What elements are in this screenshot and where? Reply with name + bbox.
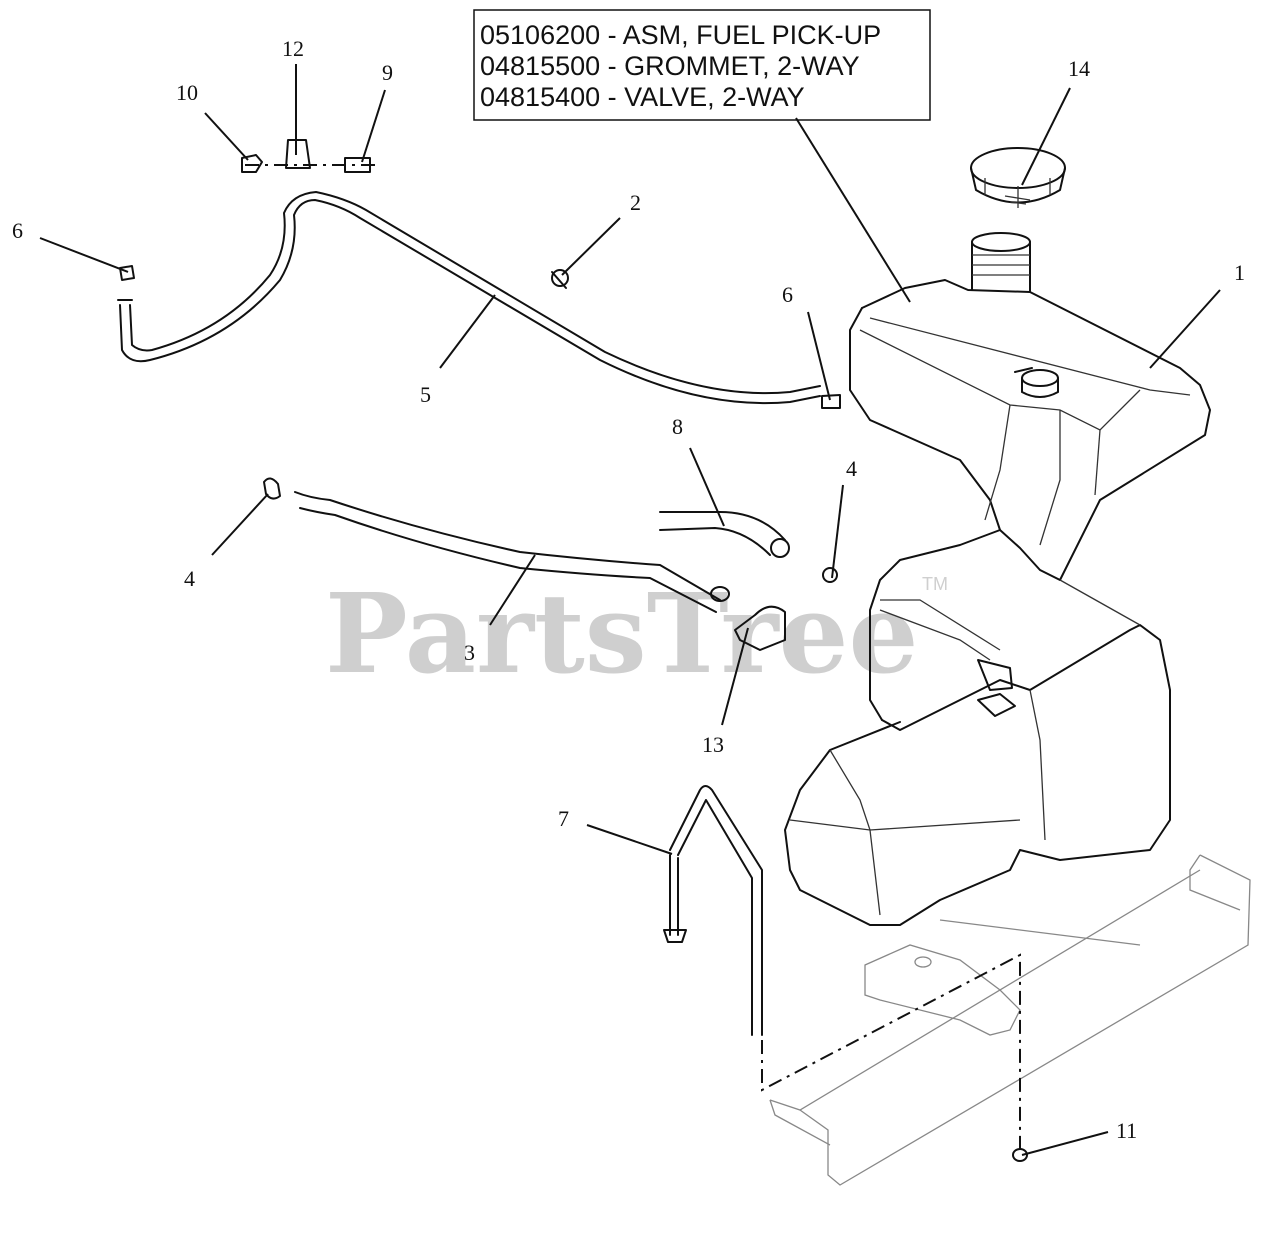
callout-13: 13: [702, 732, 724, 757]
fuel-tank: [784, 232, 1211, 926]
tank-support-bracket: [769, 854, 1251, 1186]
rollover-valve-assembly: [241, 139, 375, 173]
watermark: PartsTree TM: [325, 569, 948, 698]
callout-5: 5: [420, 382, 431, 407]
callout-6-left: 6: [12, 218, 23, 243]
callout-6-right: 6: [782, 282, 793, 307]
watermark-text: PartsTree: [325, 569, 919, 698]
watermark-trademark: TM: [922, 574, 948, 594]
callout-8: 8: [672, 414, 683, 439]
vent-hose: [119, 191, 821, 405]
hose-clamp-left: [263, 477, 281, 500]
callout-4-right: 4: [846, 456, 857, 481]
part-number-legend: 05106200 - ASM, FUEL PICK-UP 04815500 - …: [473, 9, 931, 121]
hose-clamp: [551, 269, 569, 289]
legend-line-grommet: 04815500 - GROMMET, 2-WAY: [480, 51, 860, 81]
hose-retainer: [734, 605, 786, 651]
legend-line-valve: 04815400 - VALVE, 2-WAY: [480, 82, 805, 112]
hose-cap-left: [117, 265, 135, 301]
leader-lines: [39, 64, 1221, 1156]
callout-2: 2: [630, 190, 641, 215]
hose-clamp-right: [822, 567, 838, 583]
callout-1: 1: [1234, 260, 1245, 285]
callout-numbers: 1 2 3 4 4 5 6 6 7 8 9 10 11 12 13 14: [12, 36, 1245, 1143]
fuel-gauge-rod: [663, 785, 763, 1036]
fuel-cap: [970, 147, 1066, 208]
fuel-hose: [294, 491, 730, 613]
callout-7: 7: [558, 806, 569, 831]
callout-12: 12: [282, 36, 304, 61]
callout-9: 9: [382, 60, 393, 85]
callout-10: 10: [176, 80, 198, 105]
short-hose: [659, 511, 790, 558]
callout-4-left: 4: [184, 566, 195, 591]
callout-11: 11: [1116, 1118, 1137, 1143]
callout-3: 3: [464, 640, 475, 665]
legend-line-pickup: 05106200 - ASM, FUEL PICK-UP: [480, 20, 881, 50]
hose-cap-right: [821, 394, 841, 409]
alignment-lines: [761, 953, 1021, 1150]
callout-14: 14: [1068, 56, 1090, 81]
legend-box: [473, 9, 931, 121]
